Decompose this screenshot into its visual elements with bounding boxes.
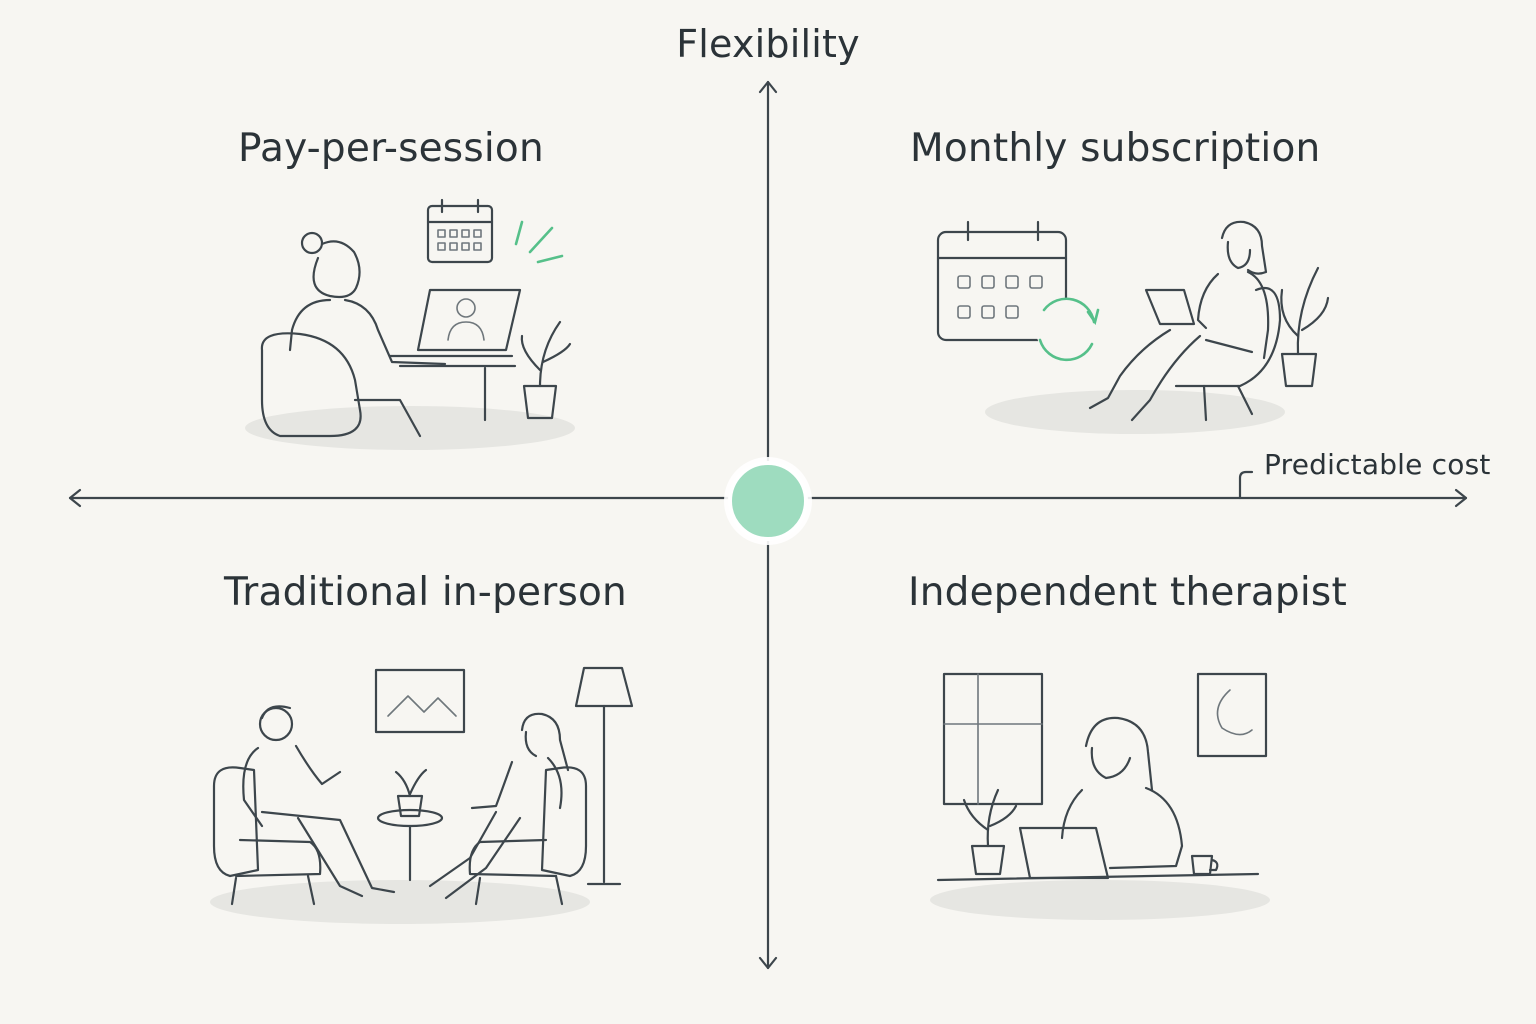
floor-lamp-icon	[574, 666, 634, 886]
horizontal-axis-label: Predictable cost	[1264, 448, 1491, 481]
therapy-room-illustration	[210, 666, 634, 924]
center-node	[724, 457, 812, 545]
window-icon	[942, 672, 1044, 806]
person-laptop-calendar-illustration	[936, 220, 1330, 434]
framed-art-icon	[1196, 672, 1268, 758]
calendar-refresh-icon	[936, 220, 1100, 362]
quadrant-title-top-left: Pay-per-session	[238, 126, 544, 171]
quadrant-title-bottom-right: Independent therapist	[908, 570, 1347, 615]
quadrant-title-top-right: Monthly subscription	[910, 126, 1321, 171]
wall-art-icon	[374, 668, 466, 734]
person-video-call-illustration	[245, 198, 575, 450]
quadrant-title-bottom-left: Traditional in-person	[224, 570, 627, 615]
therapist-desk-illustration	[930, 672, 1270, 920]
vertical-axis-label: Flexibility	[676, 22, 860, 66]
calendar-icon	[426, 198, 494, 264]
